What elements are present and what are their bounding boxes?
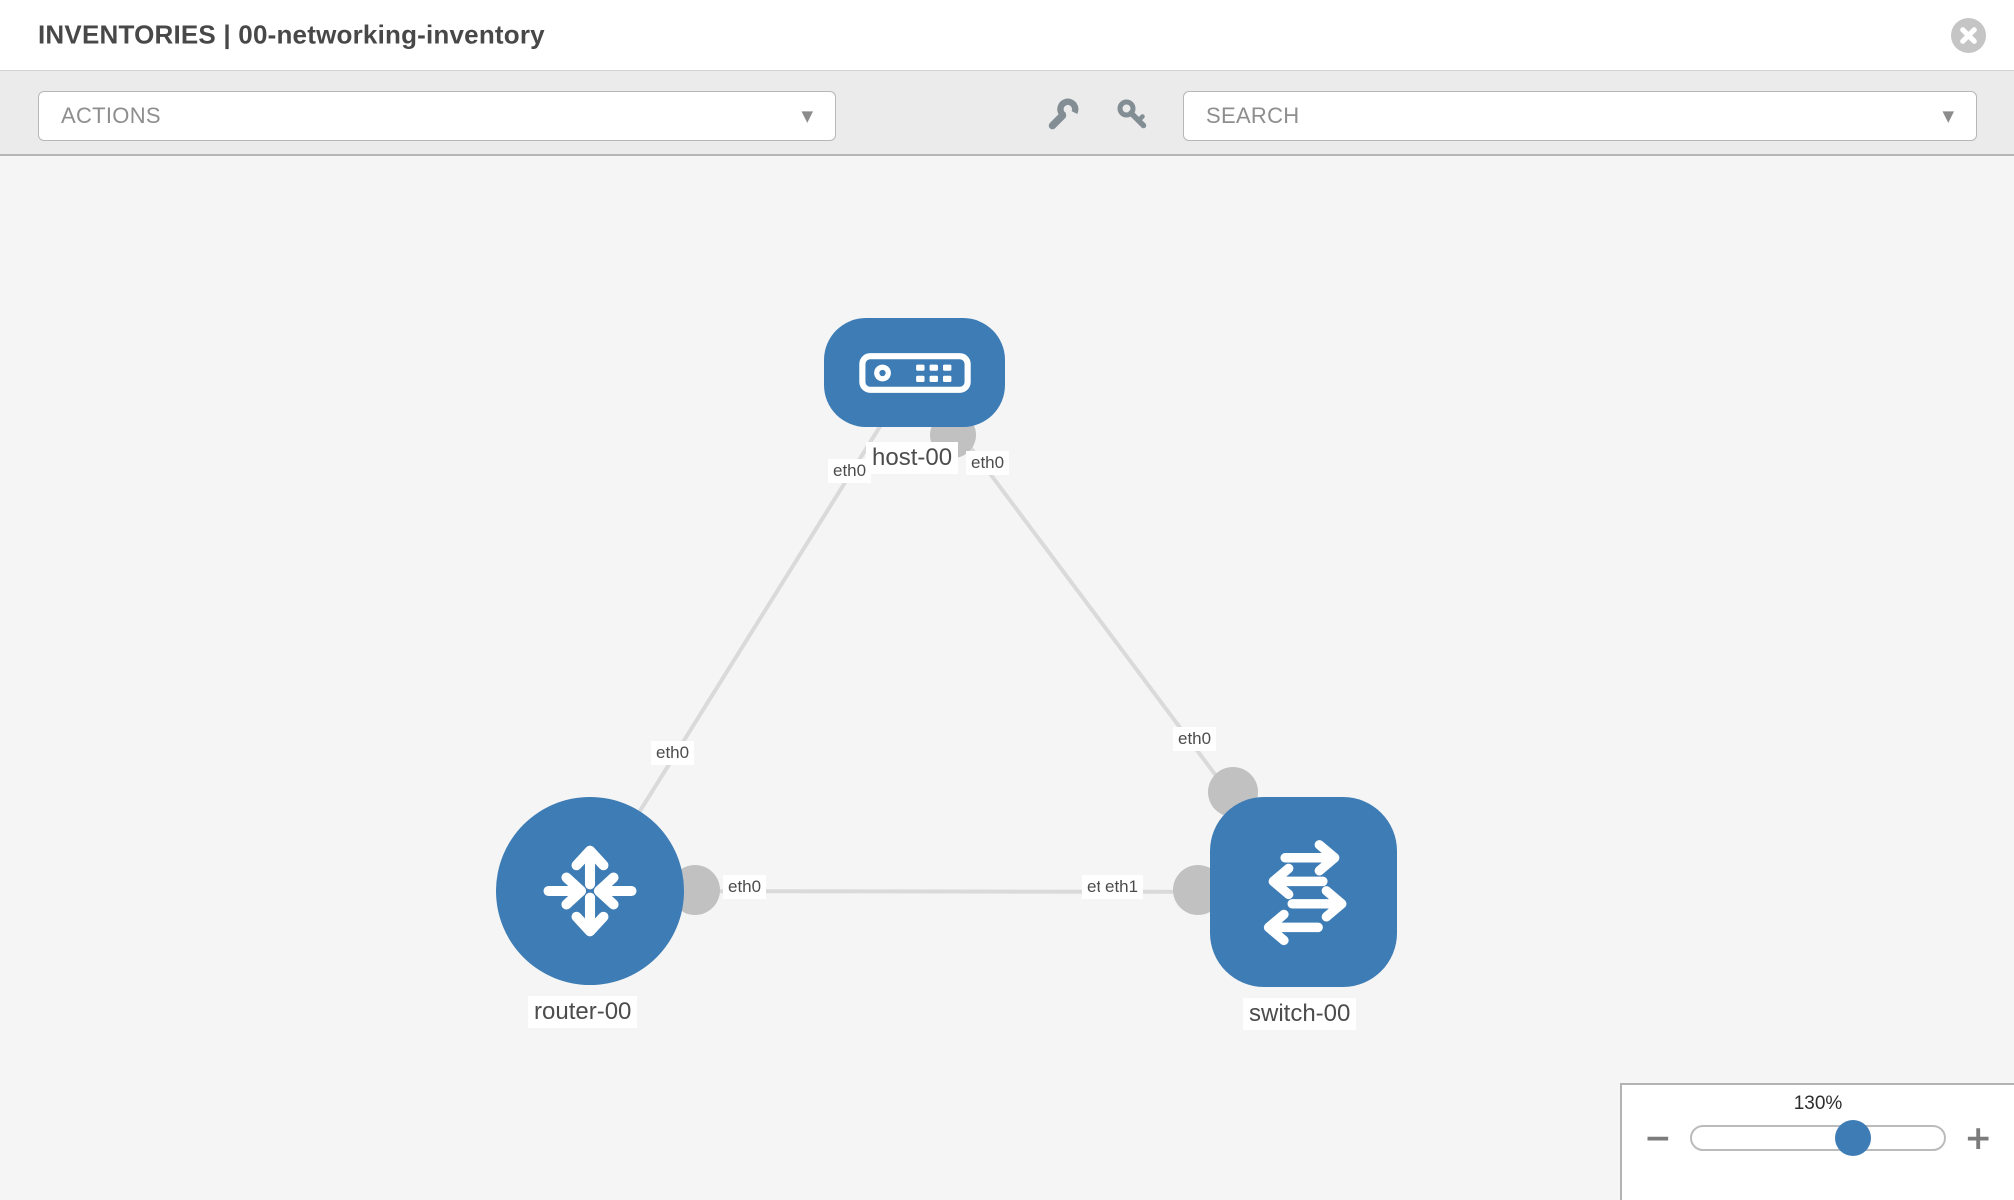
node-router-00[interactable] [496, 797, 684, 985]
close-icon [1960, 27, 1977, 44]
interface-label-host-eth0-left: eth0 [828, 459, 872, 483]
interface-label-host-eth0-right: eth0 [966, 451, 1010, 475]
switch-icon [1263, 840, 1346, 946]
node-switch-00[interactable] [1210, 797, 1397, 987]
host-icon [858, 352, 971, 393]
toolbar: ACTIONS ▼ SEARCH ▼ [0, 71, 2014, 156]
link-host-router[interactable] [588, 370, 916, 893]
router-icon [543, 845, 637, 937]
topology-canvas[interactable]: host-00 router-00 switch-00 eth0 eth0 et… [0, 156, 2014, 1200]
page-header: INVENTORIES | 00-networking-inventory [0, 0, 2014, 71]
zoom-level-value: 130% [1793, 1093, 1843, 1114]
zoom-slider-track[interactable] [1689, 1119, 1947, 1156]
zoom-slider-thumb[interactable] [1835, 1119, 1872, 1156]
wrench-icon [1048, 98, 1079, 130]
zoom-control-panel: 130% − + [1620, 1083, 2014, 1200]
zoom-out-button[interactable]: − [1644, 1118, 1672, 1157]
node-label-router: router-00 [528, 996, 638, 1028]
chevron-down-icon: ▼ [1942, 107, 1954, 125]
key-button[interactable] [1112, 95, 1152, 135]
node-label-host: host-00 [866, 442, 959, 474]
actions-dropdown[interactable]: ACTIONS ▼ [38, 91, 836, 141]
close-button[interactable] [1951, 18, 1986, 53]
interface-label-router-eth0-horizontal: eth0 [723, 875, 767, 899]
interface-label-switch-eth1-horizontal: eth1 [1100, 875, 1144, 899]
node-host-00[interactable] [824, 318, 1005, 427]
zoom-in-button[interactable]: + [1964, 1118, 1992, 1157]
page-title: INVENTORIES | 00-networking-inventory [38, 19, 545, 50]
search-dropdown-label: SEARCH [1206, 103, 1300, 128]
interface-label-switch-eth0-top: eth0 [1173, 727, 1217, 751]
search-dropdown[interactable]: SEARCH ▼ [1183, 91, 1977, 141]
actions-dropdown-label: ACTIONS [61, 103, 161, 128]
chevron-down-icon: ▼ [801, 107, 813, 125]
topology-links-layer [588, 370, 1305, 915]
node-label-switch: switch-00 [1243, 998, 1357, 1030]
wrench-button[interactable] [1042, 95, 1082, 135]
key-icon [1117, 99, 1147, 129]
interface-label-router-eth0-diagonal: eth0 [651, 741, 695, 765]
